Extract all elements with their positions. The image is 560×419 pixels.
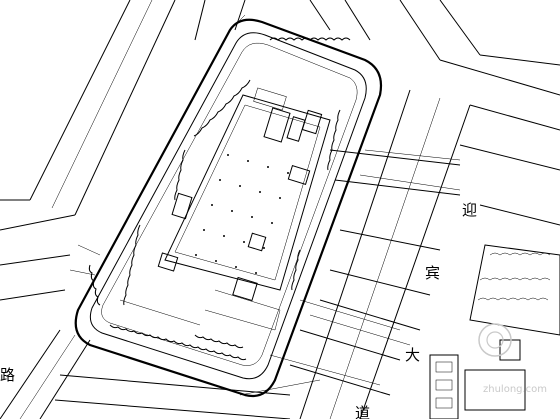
site-boundary [74,18,383,398]
road-label-4: 道 [355,404,370,419]
road-label-5: 路 [0,366,15,384]
callout-leaders [69,14,461,386]
road-label-3: 大 [405,346,420,364]
watermark-text: zhulong.com [483,384,547,395]
column-grid [195,154,289,274]
road-label-1: 迎 [462,201,477,219]
main-building [119,87,331,331]
neighbour-buildings [429,244,560,419]
perimeter-planting [88,37,351,361]
road-label-2: 宾 [425,264,440,282]
watermark: zhulong.com [478,323,547,395]
